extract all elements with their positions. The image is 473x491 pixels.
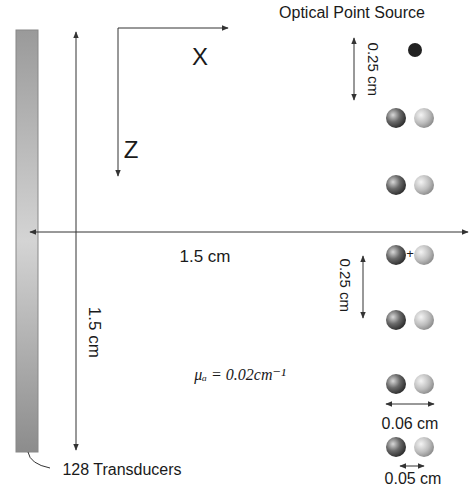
dimension-arrow	[363, 256, 364, 318]
absorber-sphere	[386, 175, 406, 195]
dimension-label: 1.5 cm	[85, 304, 104, 359]
absorber-sphere	[414, 437, 434, 457]
point-source	[408, 43, 422, 57]
absorber-sphere	[386, 108, 406, 128]
absorber-sphere	[386, 310, 406, 330]
dimension-label: 0.25 cm	[365, 40, 382, 97]
absorber-sphere	[414, 310, 434, 330]
part-label: 128 Transducers	[60, 461, 183, 479]
absorber-sphere	[414, 245, 434, 265]
absorber-sphere	[414, 108, 434, 128]
absorber-sphere	[414, 175, 434, 195]
dimension-arrow	[354, 38, 355, 100]
leader-line	[28, 452, 50, 468]
axis-label: Z	[122, 137, 141, 163]
dimension-arrow	[76, 32, 77, 450]
dimension-label: 1.5 cm	[177, 248, 232, 267]
sphere-pairs	[386, 108, 434, 457]
x-axis	[118, 28, 228, 29]
absorber-sphere	[414, 374, 434, 394]
source-label: Optical Point Source	[277, 4, 427, 22]
absorber-sphere	[386, 245, 406, 265]
dimension-arrow	[400, 466, 424, 467]
transducer-array	[16, 30, 38, 452]
absorber-sphere	[386, 374, 406, 394]
dimension-label: 0.06 cm	[380, 415, 441, 433]
dimension-arrow	[386, 404, 434, 405]
z-axis	[118, 28, 119, 176]
axis-label: X	[190, 44, 210, 70]
plus-marker: +	[406, 247, 414, 261]
dimension-label: 0.25 cm	[337, 256, 354, 313]
dimension-arrow	[30, 232, 468, 233]
absorber-sphere	[386, 437, 406, 457]
absorption-label: μₐ = 0.02cm⁻¹	[192, 366, 287, 384]
dimension-label: 0.05 cm	[383, 470, 444, 488]
